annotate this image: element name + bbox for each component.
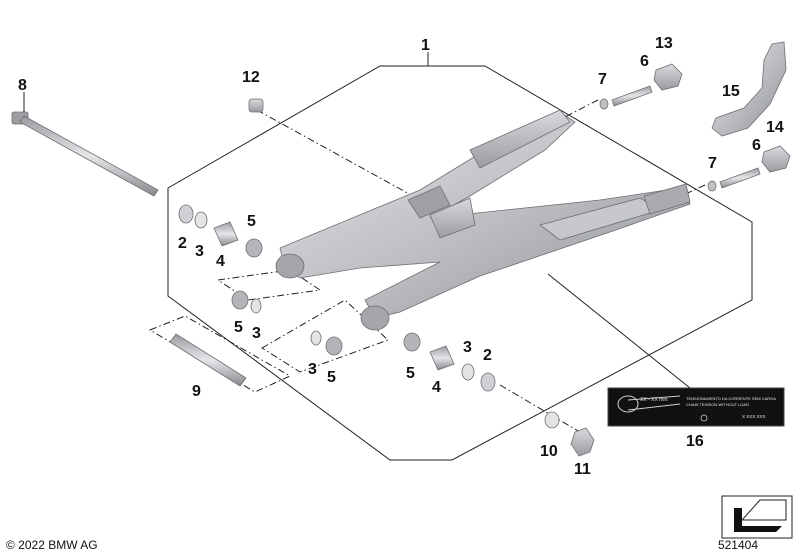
bushing-5-left [245,238,263,258]
label-measure: XX - XX mm [640,397,668,403]
callout-5-mid: 5 [234,319,243,336]
group-outline-1 [167,65,753,461]
bmw-logo-mark [700,414,708,422]
callout-4-right: 4 [432,379,441,396]
spacer-4-right [429,345,455,371]
callout-3-left: 3 [195,243,204,260]
bushing-5-right [403,332,421,352]
callout-5-left: 5 [247,213,256,230]
spacer-4-left [213,221,239,247]
roller-14 [761,145,791,173]
callout-3-center: 3 [308,361,317,378]
callout-12: 12 [242,69,260,86]
callout-10: 10 [540,443,558,460]
washer-2-left [178,204,194,224]
callout-7-lower: 7 [708,155,717,172]
pivot-right [360,305,390,331]
callout-2-right: 2 [483,347,492,364]
callout-6-upper: 6 [640,53,649,70]
callout-1: 1 [421,37,430,54]
bushing-5-mid [231,290,249,310]
callout-7-upper: 7 [598,71,607,88]
bushing-12 [248,98,264,113]
reference-arrow-icon [721,495,793,539]
copyright-text: © 2022 BMW AG [6,538,98,552]
washer-3-left [194,211,208,229]
dashed-box-9 [148,315,292,393]
bolt-6-upper [611,85,653,107]
swing-arm [279,109,691,319]
callout-13: 13 [655,35,673,52]
dashed-box-3-5 [261,299,389,373]
chain-tension-label: XX - XX mm TENSIONAMENTO DA CORRENTE SEM… [607,387,785,427]
callout-3-mid: 3 [252,325,261,342]
callouts: 1 2 3 4 5 5 3 8 12 9 3 5 5 4 3 2 10 11 1… [18,35,784,478]
diagram-number: 521404 [717,538,758,552]
bolt-6-lower [719,167,761,189]
label-line2: CHAIN TENSION WITHOUT LOAD [686,402,749,407]
washer-2-right [480,372,496,392]
leader-16 [547,273,691,389]
label-code: X XXX XXX [742,414,766,419]
bracket-15 [711,41,787,137]
bushing-5-center [325,336,343,356]
washer-3-right [461,363,475,381]
callout-14: 14 [766,119,784,136]
sleeve-9 [169,333,247,387]
pivot-left [275,253,305,279]
axis-bolt-lower [499,384,586,436]
callout-15: 15 [722,83,740,100]
callout-5-right: 5 [406,365,415,382]
callout-16: 16 [686,433,704,450]
callout-3-right: 3 [463,339,472,356]
axis-12 [256,109,421,201]
washer-10 [544,411,560,429]
washer-7-lower [707,180,717,192]
callout-5-center: 5 [327,369,336,386]
callout-11: 11 [574,461,591,478]
label-line1: TENSIONAMENTO DA CORRENTE SEM CARGA [686,396,776,401]
callout-6-lower: 6 [752,137,761,154]
axle-bolt-8 [11,111,159,197]
nut-11 [570,427,595,457]
roller-13 [653,63,683,91]
washer-3-center [310,330,322,346]
washer-3-mid [250,298,262,314]
callout-4-left: 4 [216,253,225,270]
washer-7-upper [599,98,609,110]
callout-9: 9 [192,383,201,400]
callout-2-left: 2 [178,235,187,252]
callout-8: 8 [18,77,27,94]
